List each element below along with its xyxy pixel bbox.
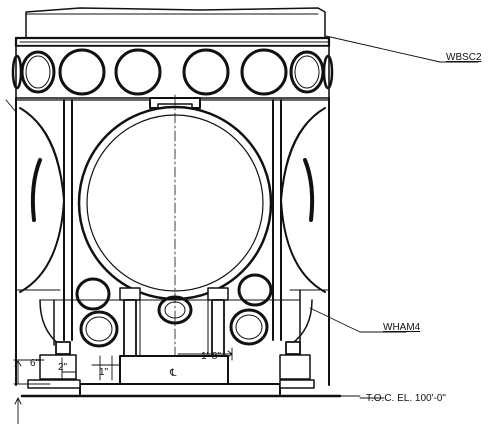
wbsc2-label: WBSC2 (446, 52, 482, 63)
lower-ports (75, 273, 273, 348)
toc-elevation-label: T.O.C. EL. 100'-0" (366, 393, 446, 404)
dimension-6in: 6" (30, 358, 40, 369)
top-port-row (11, 45, 334, 99)
dimension-1in: 1" (99, 367, 109, 378)
leader-lines (5, 35, 479, 399)
left-side-assembly (19, 99, 77, 380)
right-side-assembly (272, 99, 326, 380)
support-structure (27, 287, 315, 397)
dimension-1ft-8in: 1'-8" (201, 351, 221, 362)
centerline-symbol: ℄ (169, 368, 177, 379)
dimension-lines (13, 347, 233, 425)
top-flange (14, 7, 331, 48)
central-sphere (77, 94, 273, 381)
callout-labels: WBSC2 WHAM4 T.O.C. EL. 100'-0" 6" 2" 1" … (30, 52, 482, 404)
dimension-2in: 2" (58, 362, 68, 373)
wham4-label: WHAM4 (383, 322, 421, 333)
